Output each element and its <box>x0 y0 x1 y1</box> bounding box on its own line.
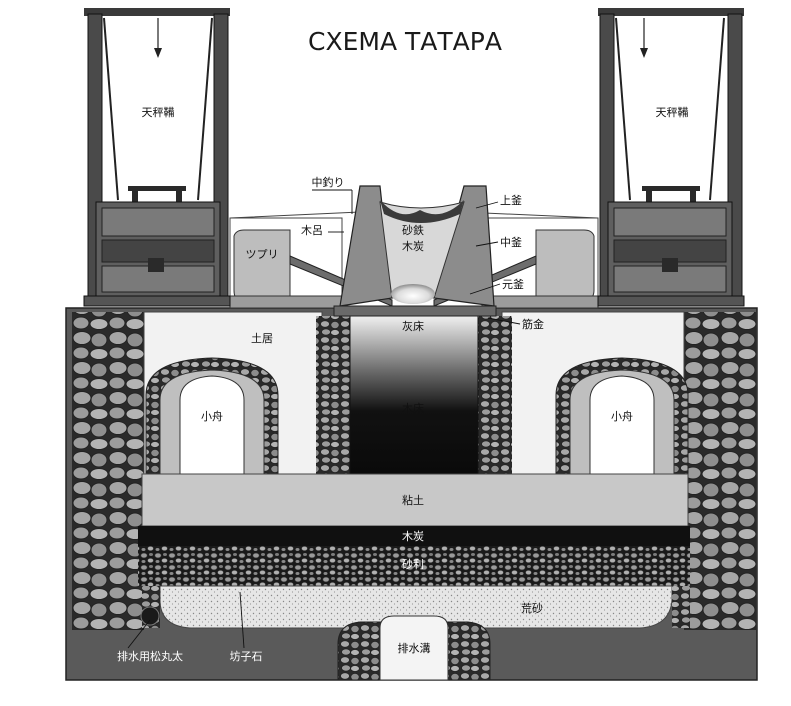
hearth-bed <box>349 315 479 475</box>
label-haidoko: 灰床 <box>402 319 424 333</box>
tsupuri-base-left <box>229 295 347 309</box>
label-mokutan-top: 木炭 <box>402 240 424 253</box>
stone-wall-right <box>684 312 756 630</box>
label-kamigama: 上釜 <box>500 193 522 207</box>
label-kobune-right: 小舟 <box>611 409 633 423</box>
diagram-title: СХЕМА ТАТАРА <box>308 27 502 56</box>
drain-log <box>140 606 160 626</box>
tsupuri-base-right <box>481 295 599 309</box>
label-satetsu: 砂鉄 <box>402 223 424 237</box>
tsupuri-left <box>233 229 291 301</box>
label-tsupuri: ツプリ <box>246 248 279 261</box>
label-tenbin-left: 天秤鞴 <box>142 105 175 119</box>
stone-wall-left <box>72 312 144 630</box>
label-tenbin-right: 天秤鞴 <box>656 105 689 119</box>
label-haisui-log: 排水用松丸太 <box>117 649 183 663</box>
label-nendo: 粘土 <box>402 493 424 507</box>
boulder-stones-right <box>672 586 690 628</box>
label-mokutan-layer: 木炭 <box>402 530 424 543</box>
kobune-left <box>145 357 279 475</box>
furnace-fire <box>391 284 435 304</box>
label-nakagama: 中釜 <box>500 235 522 249</box>
label-kidoko: 木床 <box>402 401 424 415</box>
label-sujigane: 筋金 <box>522 317 544 331</box>
clay-layer <box>141 473 689 527</box>
drain-ditch <box>337 615 491 681</box>
label-kobune-left: 小舟 <box>201 409 223 423</box>
furnace-interior <box>379 201 465 299</box>
gravel-layer <box>138 546 690 586</box>
kobune-right <box>555 357 689 475</box>
label-haisui-ko: 排水溝 <box>398 641 431 655</box>
label-nakatsuri: 中釣り <box>312 175 345 189</box>
bed-stone-left <box>316 316 352 474</box>
label-doi: 土居 <box>251 332 273 345</box>
label-arasuna: 荒砂 <box>521 602 543 615</box>
tenbin-bellows-right <box>597 8 745 307</box>
coarse-sand-layer <box>159 585 673 629</box>
label-bosi-ishi: 坊子石 <box>230 649 263 663</box>
charcoal-layer <box>138 526 690 546</box>
tenbin-bellows-left <box>83 8 231 307</box>
label-kiro: 木呂 <box>301 224 323 237</box>
tsupuri-right <box>535 229 595 301</box>
furnace-charge <box>380 200 464 223</box>
furnace-base <box>333 305 497 317</box>
label-motogama: 元釜 <box>502 277 524 291</box>
label-jari: 砂利 <box>402 558 424 571</box>
leader-lines <box>127 189 521 649</box>
bed-stone-right <box>476 316 512 474</box>
